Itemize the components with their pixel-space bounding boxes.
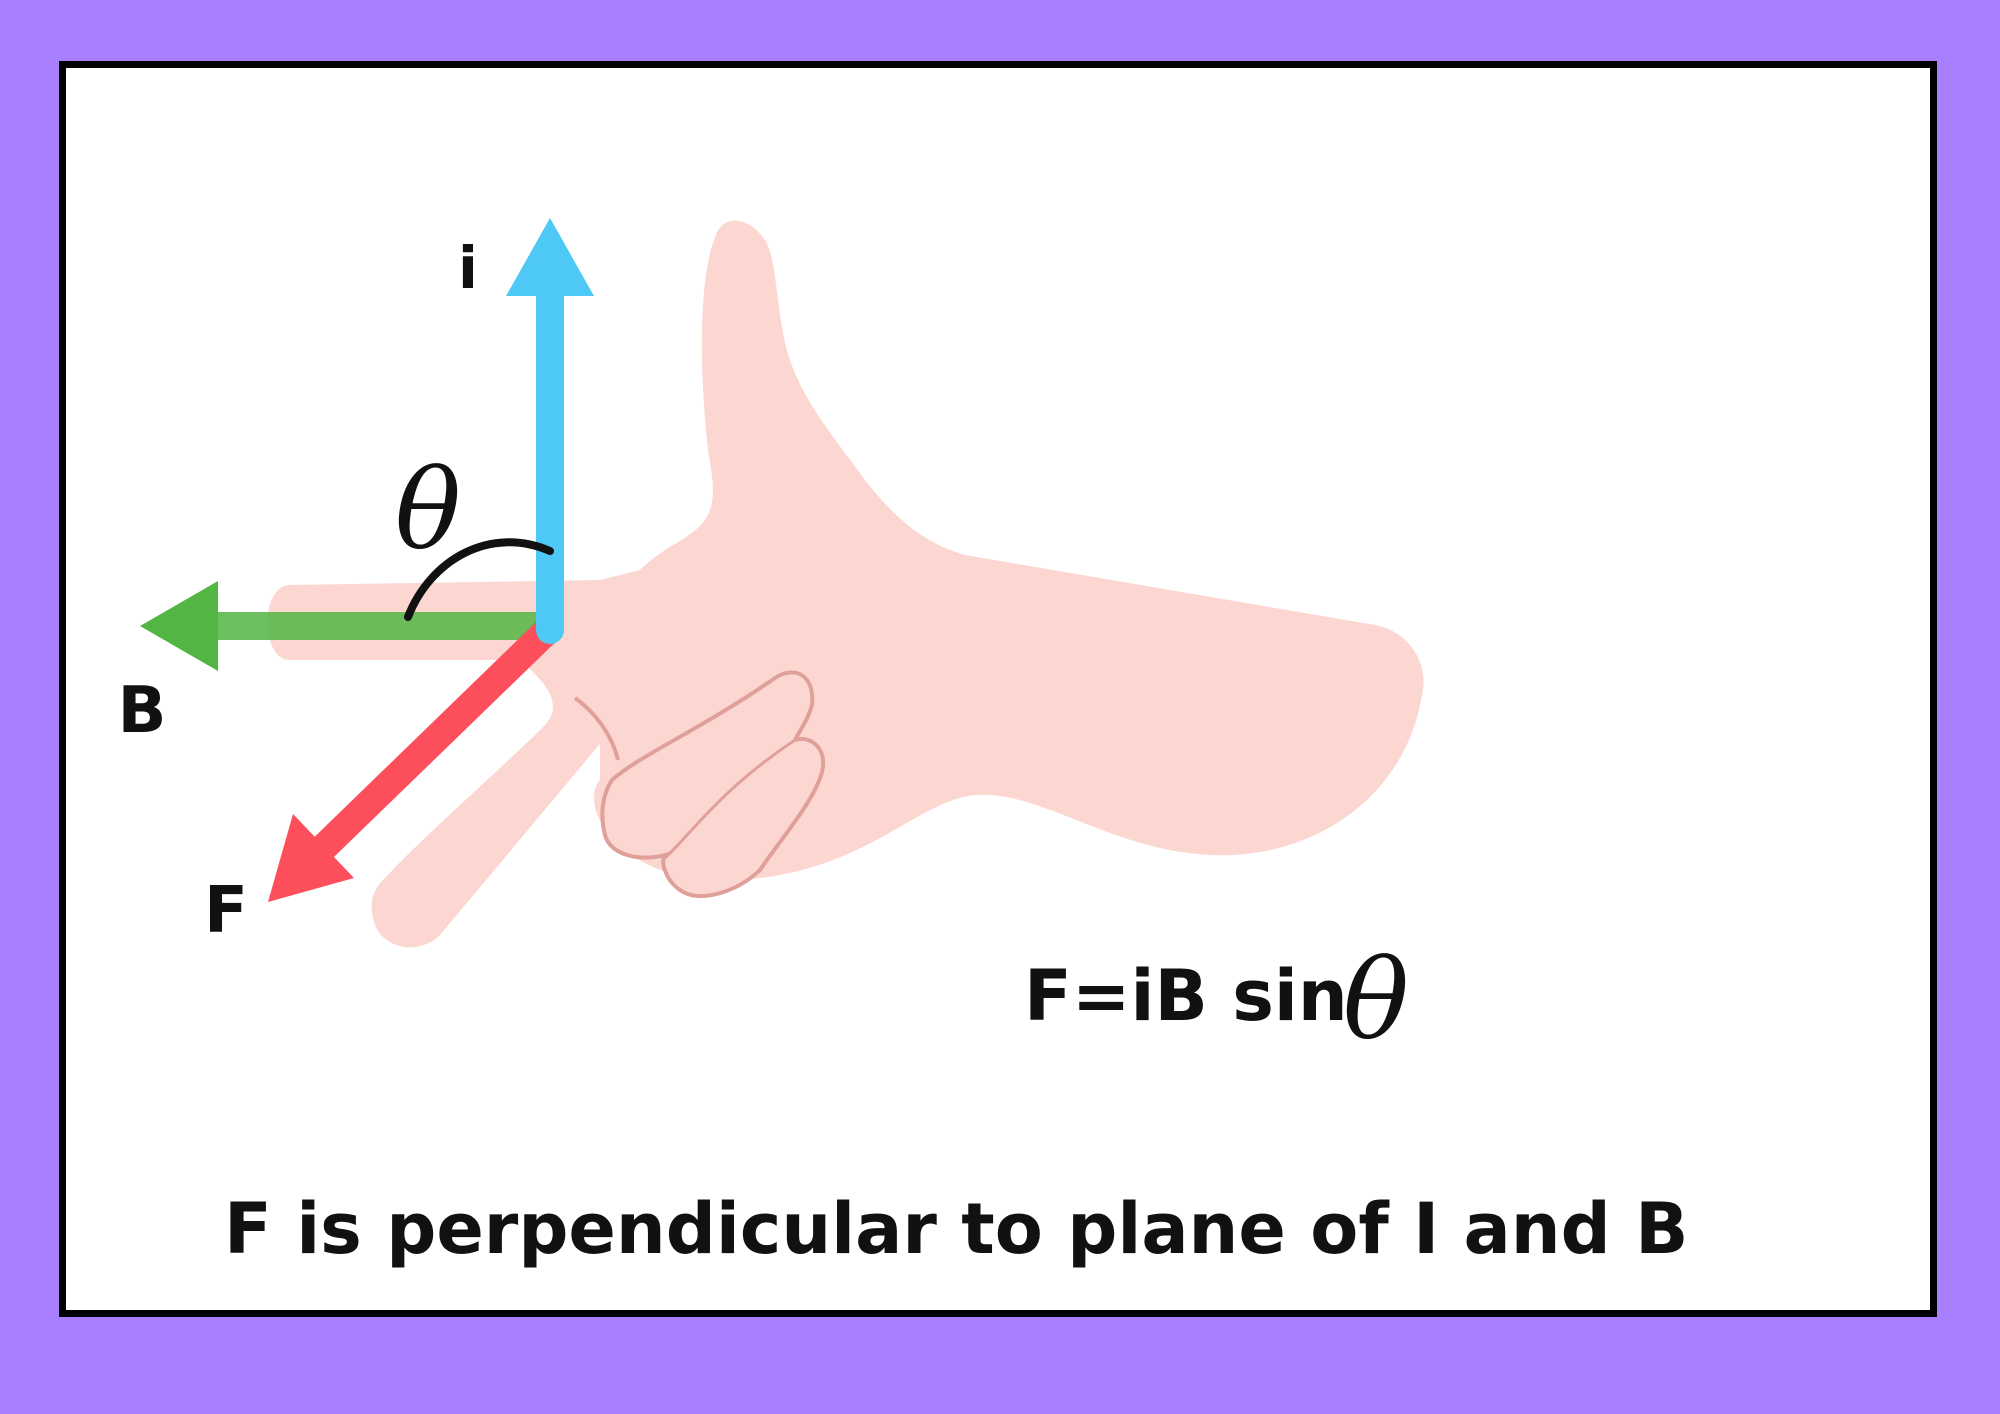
formula-theta: θ [1343, 936, 1409, 1064]
angle-arc [404, 538, 554, 621]
knuckle-line [663, 738, 796, 860]
hand-illustration [267, 220, 1424, 948]
folded-fingers [600, 670, 826, 899]
angle-label: θ [395, 446, 461, 574]
formula-text: F=iB sin [1024, 955, 1348, 1037]
field-arrow-head [140, 581, 218, 671]
force-arrow-shaft [304, 614, 564, 867]
current-arrow [506, 218, 594, 644]
field-label: B [118, 674, 167, 748]
finger-crease [573, 696, 620, 761]
current-label: i [458, 234, 478, 302]
magnetic-field-arrow [140, 581, 562, 671]
force-arrow-head [268, 814, 354, 902]
force-label: F [204, 874, 248, 948]
current-arrow-head [506, 218, 594, 296]
force-arrow [268, 614, 564, 902]
middle-finger [371, 660, 620, 948]
caption: F is perpendicular to plane of I and B [224, 1188, 1688, 1270]
